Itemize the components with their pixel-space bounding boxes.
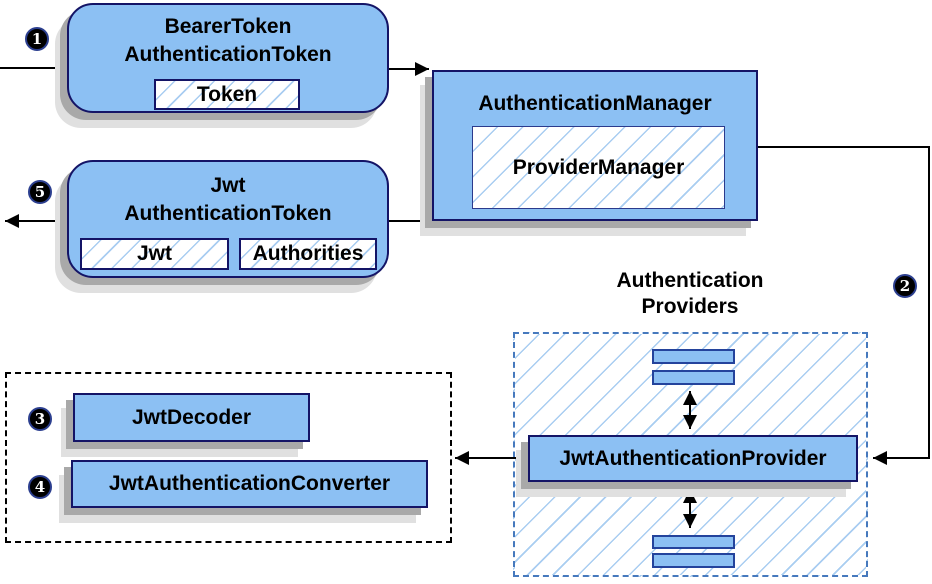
step-1-number: 1 xyxy=(31,30,43,48)
provider-placeholder-bar-bottom-2 xyxy=(652,553,735,568)
step-4-badge: 4 xyxy=(28,475,52,499)
providers-caption-line1: Authentication xyxy=(616,269,764,292)
jwt-field-label: Jwt xyxy=(136,242,172,265)
bearer-token-title-line1: BearerToken xyxy=(164,15,292,38)
authorities-field-label: Authorities xyxy=(252,242,364,265)
jwt-authentication-token-node: Jwt AuthenticationToken Jwt Authorities xyxy=(67,160,389,278)
token-field-label: Token xyxy=(196,82,258,106)
authentication-manager-node: AuthenticationManager ProviderManager xyxy=(432,70,758,221)
jwt-token-node-title: Jwt AuthenticationToken xyxy=(69,172,387,228)
manager-to-provider-arrow xyxy=(758,146,930,465)
bearer-token-authentication-token-node: BearerToken AuthenticationToken Token xyxy=(67,3,389,113)
provider-manager-label: ProviderManager xyxy=(512,155,685,179)
jwt-authentication-converter-label: JwtAuthenticationConverter xyxy=(108,472,391,495)
authentication-manager-title: AuthenticationManager xyxy=(478,92,712,115)
provider-manager-box: ProviderManager xyxy=(472,126,725,209)
jwt-token-title-line2: AuthenticationToken xyxy=(124,202,332,225)
token-field: Token xyxy=(154,79,300,110)
jwt-field: Jwt xyxy=(80,238,229,270)
jwt-authentication-provider-label: JwtAuthenticationProvider xyxy=(559,446,827,470)
authentication-providers-caption: Authentication Providers xyxy=(560,268,820,320)
step-2-badge: 2 xyxy=(893,274,917,298)
step-5-badge: 5 xyxy=(28,180,52,204)
step-1-badge: 1 xyxy=(25,27,49,51)
provider-placeholder-bar-top-2 xyxy=(652,370,735,385)
jwt-authentication-provider-node: JwtAuthenticationProvider xyxy=(528,435,858,482)
step-3-number: 3 xyxy=(34,410,46,428)
jwt-token-title-line1: Jwt xyxy=(210,174,246,197)
step-2-number: 2 xyxy=(899,277,911,295)
jwt-decoder-label: JwtDecoder xyxy=(131,405,252,429)
authorities-field: Authorities xyxy=(239,238,377,270)
jwt-authentication-converter-node: JwtAuthenticationConverter xyxy=(71,460,428,508)
decoder-converter-group xyxy=(5,372,452,543)
providers-caption-line2: Providers xyxy=(641,295,739,318)
provider-placeholder-bar-bottom-1 xyxy=(652,535,735,549)
step-4-number: 4 xyxy=(34,478,46,496)
jwt-decoder-node: JwtDecoder xyxy=(73,393,310,442)
bearer-token-node-title: BearerToken AuthenticationToken xyxy=(69,13,387,69)
step-3-badge: 3 xyxy=(28,407,52,431)
bearer-token-title-line2: AuthenticationToken xyxy=(124,43,332,66)
step-5-number: 5 xyxy=(34,183,46,201)
provider-placeholder-bar-top-1 xyxy=(652,349,735,364)
